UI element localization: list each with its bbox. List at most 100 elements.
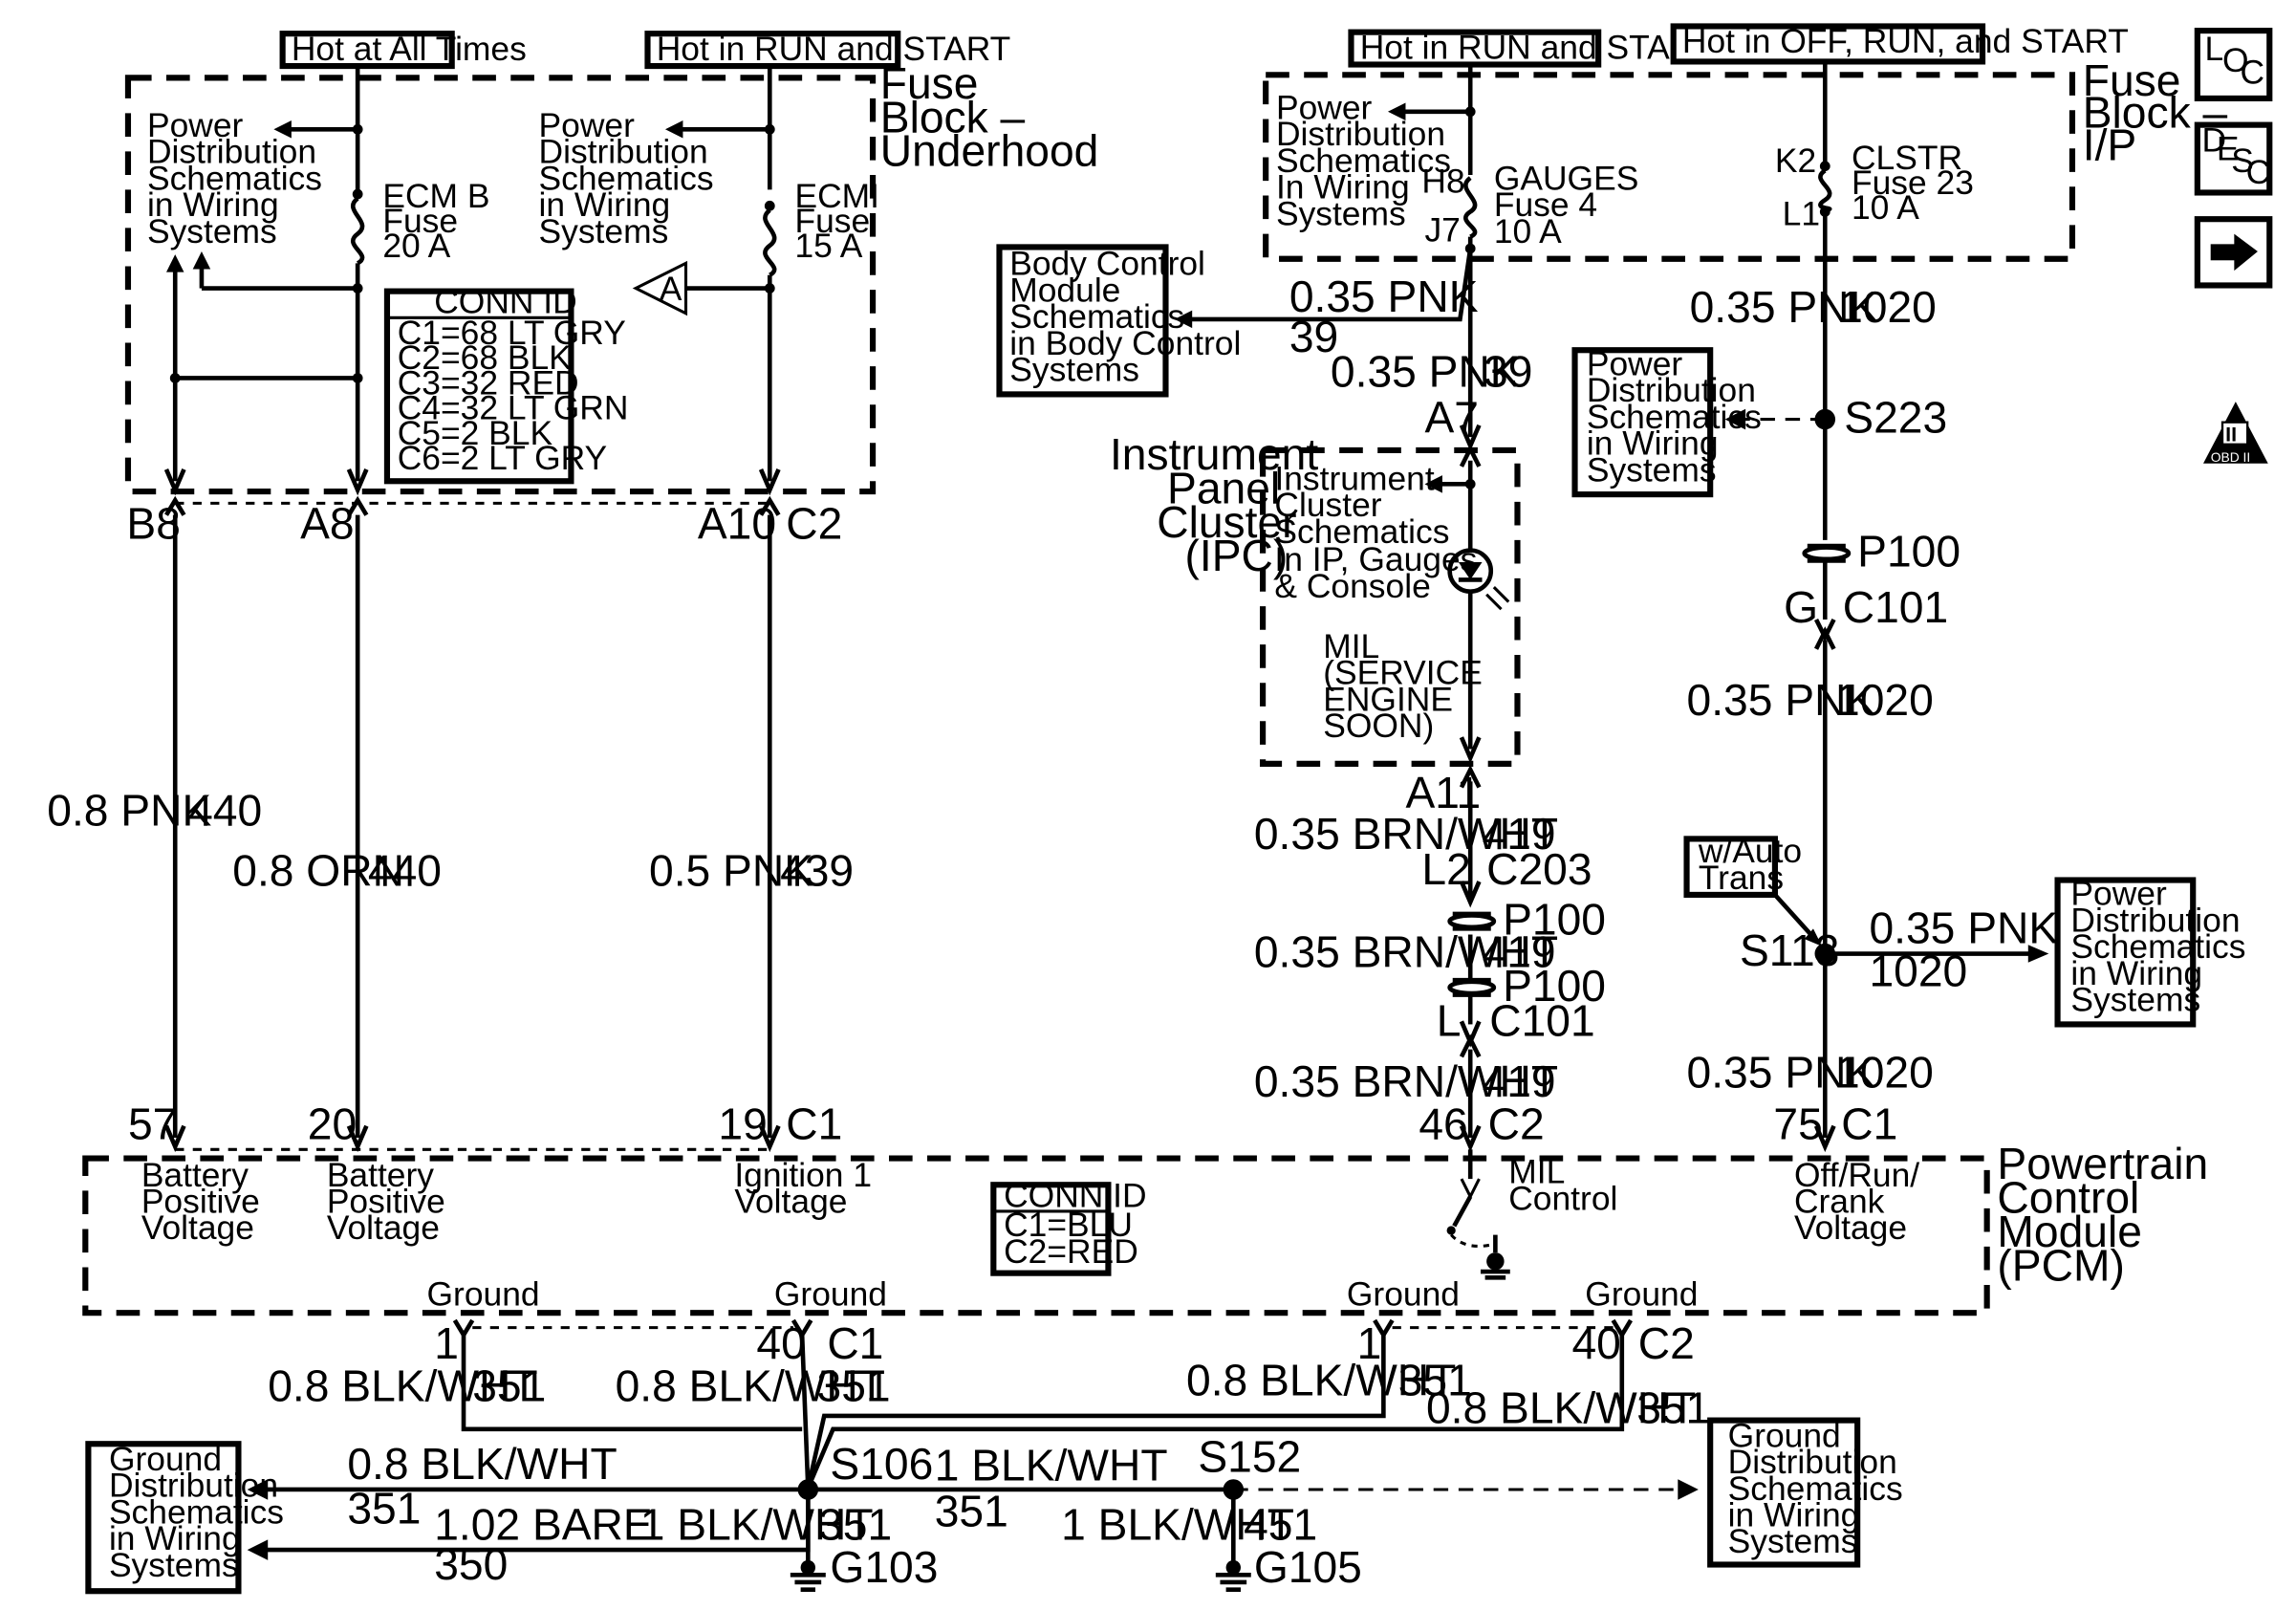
svg-text:CONN ID: CONN ID	[1004, 1176, 1147, 1214]
svg-text:1 BLK/WHT: 1 BLK/WHT	[1061, 1499, 1294, 1549]
pwr-dist-ref-ip[interactable]: Power Distribution Schematics In Wiring …	[1276, 88, 1451, 232]
bcm-schematics-ref[interactable]: Body Control Module Schematics in Body C…	[996, 244, 1241, 398]
svg-text:Power: Power	[147, 106, 244, 144]
svg-text:C2: C2	[1488, 1099, 1545, 1149]
svg-text:Powertrain: Powertrain	[1997, 1139, 2208, 1188]
svg-text:0.8 BLK/WHT: 0.8 BLK/WHT	[347, 1439, 617, 1489]
svg-text:C101: C101	[1843, 582, 1948, 632]
conn-id-table-pcm: CONN ID C1=BLU C2=RED	[990, 1176, 1147, 1276]
desc-button[interactable]: D E S C	[2194, 120, 2273, 196]
svg-text:351: 351	[817, 1361, 891, 1411]
svg-text:Schematics: Schematics	[1728, 1469, 1903, 1508]
svg-text:1 BLK/WHT: 1 BLK/WHT	[935, 1441, 1168, 1490]
svg-text:Distribution: Distribution	[2070, 901, 2240, 939]
gnd-dist-ref-right[interactable]: Ground Distribution Schematics in Wiring…	[1707, 1416, 1903, 1568]
svg-text:0.35 BRN/WHT: 0.35 BRN/WHT	[1254, 926, 1558, 976]
svg-text:Distribution: Distribution	[147, 133, 316, 171]
svg-text:75: 75	[1773, 1099, 1822, 1149]
svg-text:Systems: Systems	[539, 212, 669, 250]
p100-connector-lower	[1447, 977, 1497, 997]
svg-text:S: S	[2231, 141, 2254, 180]
svg-text:0.35 PNK: 0.35 PNK	[1331, 347, 1520, 397]
svg-text:Systems: Systems	[1587, 450, 1717, 489]
svg-text:MIL: MIL	[1508, 1153, 1565, 1191]
svg-text:Distribution: Distribution	[1728, 1443, 1897, 1481]
svg-text:Ground: Ground	[427, 1275, 540, 1314]
svg-text:C1: C1	[786, 1099, 842, 1149]
svg-text:Power: Power	[1276, 88, 1373, 126]
svg-text:440: 440	[368, 846, 442, 896]
pin-c2-underhood: C2	[786, 498, 842, 548]
svg-text:0.8 BLK/WHT: 0.8 BLK/WHT	[268, 1361, 537, 1411]
svg-text:351: 351	[347, 1483, 421, 1533]
pwr-dist-ref-s223[interactable]: Power Distribution Schematics in Wiring …	[1571, 344, 1762, 498]
svg-text:0.5 PNK: 0.5 PNK	[649, 846, 813, 896]
arrow-left-icon	[1174, 310, 1193, 329]
svg-text:C1=BLU: C1=BLU	[1004, 1206, 1133, 1244]
svg-text:440: 440	[188, 786, 262, 836]
svg-text:Trans: Trans	[1699, 859, 1784, 897]
svg-text:C6=2 LT GRY: C6=2 LT GRY	[398, 439, 607, 477]
svg-text:P100: P100	[1503, 961, 1606, 1011]
svg-text:Power: Power	[2070, 875, 2167, 913]
svg-text:& Console: & Console	[1274, 567, 1430, 605]
svg-text:419: 419	[1483, 1056, 1556, 1106]
underhood-to-pcm-wires: 0.8 PNK 440 0.8 ORN 440 0.5 PNK 439	[47, 514, 854, 1153]
gnd-dist-ref-left[interactable]: Ground Distribution Schematics in Wiring…	[85, 1440, 284, 1595]
svg-text:Distribution: Distribution	[109, 1467, 278, 1505]
svg-text:w/Auto: w/Auto	[1698, 832, 1802, 870]
svg-text:(PCM): (PCM)	[1997, 1240, 2124, 1290]
arrow-left-icon	[247, 1479, 269, 1500]
hot-off-run-start-label: Hot in OFF, RUN, and START	[1682, 22, 2129, 60]
svg-text:10 A: 10 A	[1494, 212, 1562, 250]
svg-text:1020: 1020	[1835, 675, 1934, 725]
svg-text:(SERVICE: (SERVICE	[1323, 654, 1483, 692]
svg-text:39: 39	[1289, 312, 1338, 361]
ipc-schematics-ref[interactable]: Instrument Cluster Schematics In IP, Gau…	[1274, 459, 1477, 604]
next-page-button[interactable]	[2194, 216, 2273, 289]
svg-text:1020: 1020	[1835, 1048, 1934, 1098]
svg-text:C5=2 BLK: C5=2 BLK	[398, 414, 553, 452]
svg-text:MIL: MIL	[1323, 627, 1379, 665]
pin-a10: A10	[698, 498, 776, 548]
svg-text:in Wiring: in Wiring	[1587, 424, 1719, 463]
svg-text:439: 439	[780, 846, 854, 896]
svg-text:D: D	[2201, 120, 2226, 159]
ref-a-triangle-icon[interactable]	[632, 260, 688, 316]
loc-button[interactable]: L O C	[2194, 28, 2273, 102]
svg-text:Systems: Systems	[1276, 194, 1406, 232]
svg-text:in Wiring: in Wiring	[109, 1519, 241, 1557]
svg-text:20: 20	[308, 1099, 357, 1149]
fuse-block-underhood-title-3: Underhood	[880, 126, 1099, 176]
svg-text:Distribution: Distribution	[1276, 115, 1445, 153]
arrow-left-icon	[1724, 408, 1746, 430]
pwr-dist-ref-mid[interactable]: Power Distribution Schematics in Wiring …	[539, 106, 714, 250]
svg-text:P100: P100	[1503, 894, 1606, 944]
svg-text:0.35 PNK: 0.35 PNK	[1687, 1048, 1876, 1098]
obd-ii-label: OBD II	[2211, 449, 2251, 465]
pwr-dist-ref-left[interactable]: Power Distribution Schematics in Wiring …	[147, 106, 322, 250]
pwr-dist-ref-s113[interactable]: Power Distribution Schematics in Wiring …	[2054, 875, 2246, 1028]
svg-text:H8: H8	[1421, 162, 1464, 200]
svg-text:Instrument: Instrument	[1274, 459, 1434, 497]
svg-text:G: G	[1784, 582, 1818, 632]
svg-text:P100: P100	[1857, 527, 1960, 577]
svg-text:Power: Power	[539, 106, 636, 144]
svg-text:0.35 PNK: 0.35 PNK	[1289, 272, 1479, 321]
p100-connector-right	[1802, 543, 1852, 563]
arrow-up-icon	[165, 254, 184, 272]
conn-id-table-underhood: CONN ID C1=68 LT GRY C2=68 BLK C3=32 RED…	[383, 283, 628, 485]
arrow-right-icon	[1678, 1479, 1699, 1500]
svg-text:Fuse 4: Fuse 4	[1494, 185, 1597, 224]
arrow-right-icon	[2027, 945, 2049, 963]
arrow-left-icon	[664, 120, 683, 139]
mil-control-circuit-419: A11 0.35 BRN/WHT 419 L2 C203 P100 0.35 B…	[1254, 764, 1606, 1153]
arrow-up-icon	[192, 251, 211, 270]
svg-text:351: 351	[472, 1361, 546, 1411]
svg-text:1: 1	[434, 1318, 459, 1368]
ecm-b-fuse-label-2: Fuse	[382, 202, 458, 240]
svg-text:1 BLK/WHT: 1 BLK/WHT	[640, 1499, 874, 1549]
svg-text:0.8 BLK/WHT: 0.8 BLK/WHT	[616, 1361, 885, 1411]
svg-text:Schematics: Schematics	[147, 159, 322, 197]
svg-text:C3=32 RED: C3=32 RED	[398, 363, 579, 402]
